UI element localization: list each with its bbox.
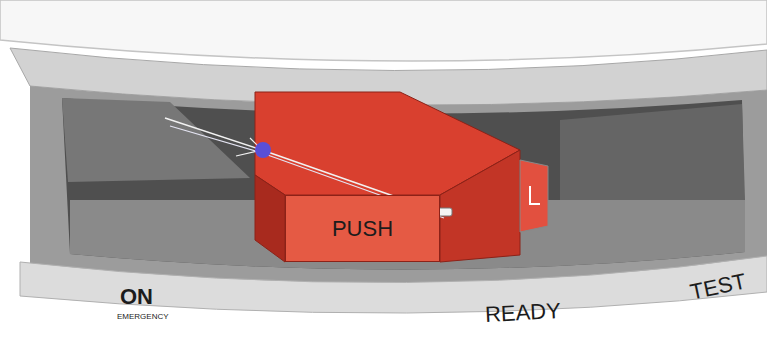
wire-clip — [438, 208, 452, 216]
position-label: READY — [484, 300, 561, 326]
housing-lip — [20, 256, 767, 313]
recess-frame — [30, 86, 767, 283]
tab-symbol — [530, 186, 540, 204]
button-label: PUSH — [332, 216, 393, 242]
recess-wall — [62, 98, 250, 182]
position-label: ON — [120, 286, 153, 308]
housing-top — [0, 0, 767, 61]
position-label: EMERGENCY — [117, 313, 169, 321]
wire-seal — [255, 142, 271, 158]
lever-face — [440, 150, 520, 262]
recess-wall — [560, 104, 745, 200]
push-button: PUSH — [285, 195, 440, 262]
lever-side — [255, 175, 285, 262]
lever-tab — [520, 160, 548, 232]
